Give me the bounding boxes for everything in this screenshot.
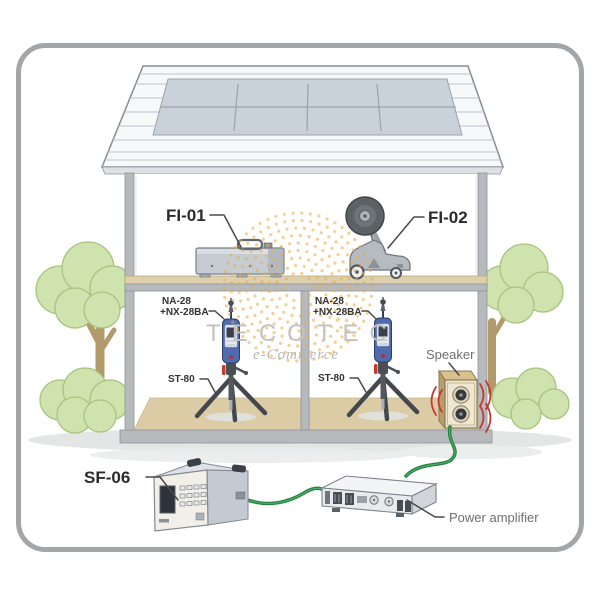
sf06-display: [159, 485, 176, 514]
tree-right: [479, 243, 564, 396]
watermark: TECOTEC e-Commerce: [206, 211, 398, 363]
st80-left-label: ST-80: [168, 374, 195, 385]
callout-lines: [145, 214, 460, 518]
watermark-subtitle: e-Commerce: [253, 347, 339, 363]
fi01-handle: [236, 238, 264, 251]
roof-panel-grid: [160, 83, 456, 132]
sf06-label: SF-06: [84, 468, 130, 487]
speaker-box: [438, 369, 478, 430]
device-labels: FI-01 FI-02 NA-28 +NX-28BA ST-80 NA-28 +…: [84, 206, 539, 525]
fi02-body: [349, 239, 411, 271]
power-amplifier-label: Power amplifier: [449, 510, 539, 525]
watermark-dots: [222, 211, 374, 363]
house: [100, 65, 505, 444]
roof-fascia: [101, 166, 504, 175]
fi01-tapping-machine: [195, 238, 285, 278]
na28-right-callout-line: [361, 310, 377, 320]
roof: [100, 65, 505, 175]
fi02-callout-line: [387, 216, 425, 249]
fi02-bang-machine: [345, 196, 411, 280]
na28-left-label-line2: +NX-28BA: [160, 307, 209, 318]
power-amplifier-device: [320, 475, 438, 517]
fi01-label: FI-01: [166, 206, 206, 225]
sf06-signal-generator: [153, 458, 249, 532]
foundation: [119, 429, 493, 444]
sf06-callout-line: [145, 476, 179, 501]
sound-wave-arcs: [430, 380, 492, 433]
sf06-buttons: [179, 484, 207, 507]
wall-left: [124, 172, 135, 433]
fi02-tire: [345, 196, 385, 236]
st80-left-callout-line: [199, 378, 217, 395]
na28-left-label-line1: NA-28: [162, 296, 191, 307]
frame-border: [16, 43, 584, 552]
tree-left-foliage: [35, 241, 135, 329]
fi02-label: FI-02: [428, 208, 468, 227]
floor-slab: [124, 275, 488, 292]
power-amp-callout-line: [406, 499, 445, 518]
na28-right-label-line1: NA-28: [315, 296, 344, 307]
watermark-title: TECOTEC: [206, 320, 398, 347]
fi01-callout-line: [209, 214, 242, 248]
amp-front-panel: [325, 491, 411, 512]
bush-right: [491, 367, 570, 430]
na28-left-callout-line: [208, 310, 225, 320]
na28-right-label-line2: +NX-28BA: [313, 307, 362, 318]
tree-right-foliage: [479, 243, 564, 324]
st80-right-label: ST-80: [318, 373, 345, 384]
speaker-label: Speaker: [426, 347, 475, 362]
bush-left: [39, 367, 131, 434]
speaker-driver: [452, 386, 470, 423]
st80-right-callout-line: [349, 377, 367, 393]
speaker-callout-line: [448, 362, 460, 376]
